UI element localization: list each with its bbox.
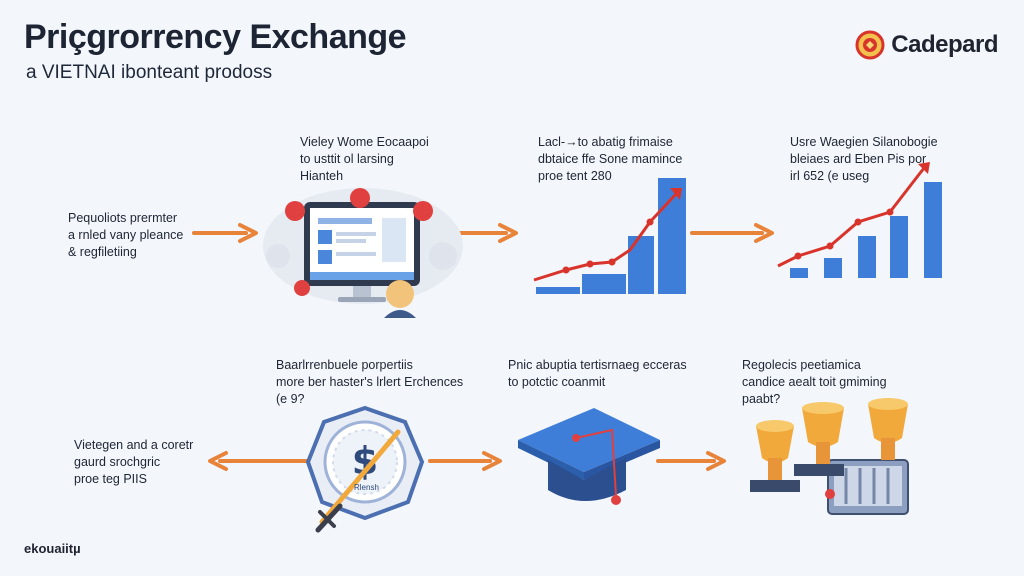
emblem-icon [855,30,885,60]
step1-caption: Pequoliots prermter a rnled vany pleance… [68,211,184,259]
step7-caption: Pnic abuptia tertisrnaeg ecceras to potc… [508,358,687,389]
flow-arrow-1 [192,223,258,243]
growth-chart-icon [533,178,686,294]
trophy-machine-icon [750,398,909,515]
footer-logo: ekouaiitµ [24,541,81,556]
flow-arrow-3 [690,223,774,243]
monitor-icon [263,188,463,318]
brand-logo: Cadepard [855,30,998,60]
step3-caption: Lacl-→to abatig frimaise dbtaice ffe Son… [538,135,683,183]
badge-label: Rlensh [354,483,379,492]
page-title: Priçgrorrency Exchange [24,18,407,56]
flow-arrow-5 [428,451,502,471]
flow-arrow-4 [208,451,312,471]
step5-caption: Vietegen and a coretr gaurd srochgric pr… [74,438,194,486]
step8-caption: Regolecis peetiamica candice aealt toit … [742,358,887,406]
bar-chart-icon [777,162,942,278]
page-subtitle: a VIETNAI ibonteant prodoss [26,62,273,83]
step6-caption: Baarlrrenbuele porpertiis more ber haste… [276,358,464,406]
flow-arrow-6 [656,451,726,471]
graduation-cap-icon [518,408,660,505]
step2-caption: Vieley Wome Eocaapoi to usttit ol larsin… [300,135,429,183]
coin-badge-icon: $ [305,405,425,533]
brand-name: Cadepard [891,31,998,58]
step4-caption: Usre Waegien Silanobogie bleiaes ard Ebe… [790,135,938,183]
